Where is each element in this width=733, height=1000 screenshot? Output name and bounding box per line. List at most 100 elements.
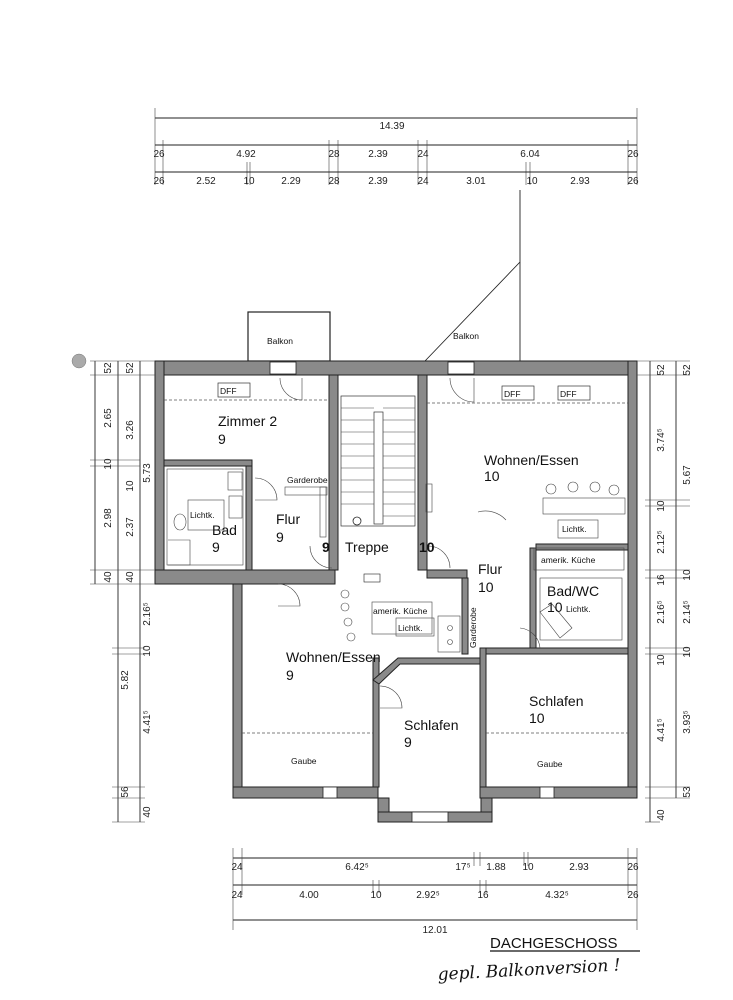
svg-text:10: 10 (142, 645, 153, 657)
svg-text:26: 26 (627, 862, 639, 873)
svg-text:2.92⁵: 2.92⁵ (416, 890, 440, 901)
label-badwc: Bad/WC (547, 583, 599, 599)
svg-text:26: 26 (627, 890, 639, 901)
svg-text:2.93: 2.93 (570, 176, 590, 187)
svg-text:40: 40 (125, 571, 136, 583)
svg-text:24: 24 (231, 862, 243, 873)
label-wohnen-right: Wohnen/Essen (484, 452, 579, 468)
label-badwc-no: 10 (547, 599, 563, 615)
windows (269, 361, 555, 823)
svg-text:10: 10 (682, 646, 693, 658)
svg-text:26: 26 (153, 149, 165, 160)
balcony-left: Balkon (247, 311, 331, 362)
svg-text:5.67: 5.67 (682, 465, 693, 485)
label-schlafen-right: Schlafen (529, 693, 583, 709)
label-lichtk-kueche-left: Lichtk. (398, 623, 423, 633)
staircase (340, 395, 416, 527)
svg-text:3.74⁵: 3.74⁵ (656, 428, 667, 452)
handwritten-note: gepl. Balkonversion ! (437, 955, 621, 985)
svg-text:2.16⁵: 2.16⁵ (656, 600, 667, 624)
svg-text:52: 52 (125, 362, 136, 374)
label-schlafen-right-no: 10 (529, 710, 545, 726)
svg-text:40: 40 (656, 809, 667, 821)
balcony-right: Balkon (424, 190, 521, 362)
label-schlafen-left-no: 9 (404, 734, 412, 750)
svg-text:2.12⁵: 2.12⁵ (656, 530, 667, 554)
svg-text:4.32⁵: 4.32⁵ (545, 890, 569, 901)
dim-top-row2: 26 2.52 10 2.29 28 2.39 24 3.01 10 2.93 … (153, 176, 639, 187)
svg-text:52: 52 (682, 364, 693, 376)
svg-text:2.29: 2.29 (281, 176, 301, 187)
label-kueche-right: amerik. Küche (541, 555, 596, 565)
label-lichtk-badwc: Lichtk. (566, 604, 591, 614)
svg-text:3.93⁵: 3.93⁵ (682, 710, 693, 734)
svg-text:2.14⁵: 2.14⁵ (682, 600, 693, 624)
dim-left-mid: 5.73 (142, 463, 153, 483)
svg-text:Balkon: Balkon (267, 336, 293, 346)
svg-text:28: 28 (328, 176, 340, 187)
svg-text:10: 10 (522, 862, 534, 873)
dim-bottom-row2: 24 4.00 10 2.92⁵ 16 4.32⁵ 26 (231, 890, 639, 901)
top-dimensions: 14.39 26 4.92 28 2.39 24 6.04 26 26 2.52… (153, 108, 639, 187)
svg-text:16: 16 (656, 574, 667, 586)
svg-text:2.52: 2.52 (196, 176, 216, 187)
svg-text:Balkon: Balkon (453, 331, 479, 341)
label-treppe: Treppe (345, 539, 389, 555)
left-dimensions: 52 2.65 10 2.98 40 52 3.26 10 2.37 40 5.… (90, 360, 155, 823)
dim-bottom-total: 12.01 (422, 925, 447, 936)
label-bad: Bad (212, 522, 237, 538)
svg-text:10: 10 (103, 458, 114, 470)
label-treppe-no-left: 9 (322, 539, 330, 555)
svg-text:52: 52 (656, 364, 667, 376)
svg-text:40: 40 (142, 806, 153, 818)
dim-bottom-row1: 24 6.42⁵ 17⁵ 1.88 10 2.93 26 (231, 862, 639, 873)
label-wohnen-right-no: 10 (484, 468, 500, 484)
svg-text:4.00: 4.00 (299, 890, 319, 901)
svg-text:2.39: 2.39 (368, 176, 388, 187)
label-flur-left: Flur (276, 511, 300, 527)
svg-text:3.26: 3.26 (125, 420, 136, 440)
label-garderobe-mid: Garderobe (468, 607, 478, 648)
doors (254, 377, 541, 709)
dim-left-inner: 52 3.26 10 2.37 40 (125, 362, 136, 583)
svg-text:4.41⁵: 4.41⁵ (656, 718, 667, 742)
label-bad-no: 9 (212, 539, 220, 555)
label-bad-lichtk: Lichtk. (190, 510, 215, 520)
svg-text:5.82: 5.82 (120, 670, 131, 690)
svg-text:DFF: DFF (560, 389, 577, 399)
svg-text:10: 10 (243, 176, 255, 187)
svg-text:2.16⁵: 2.16⁵ (142, 602, 153, 626)
svg-text:10: 10 (370, 890, 382, 901)
bottom-dimensions: 24 6.42⁵ 17⁵ 1.88 10 2.93 26 24 4.00 10 … (231, 848, 639, 936)
fixtures (166, 468, 626, 653)
label-flur-right-no: 10 (478, 579, 494, 595)
svg-text:56: 56 (120, 786, 131, 798)
svg-text:6.42⁵: 6.42⁵ (345, 862, 369, 873)
svg-text:10: 10 (656, 654, 667, 666)
label-wohnen-left-no: 9 (286, 667, 294, 683)
dff-labels: DFF DFF DFF (217, 382, 591, 401)
svg-text:1.88: 1.88 (486, 862, 506, 873)
svg-text:26: 26 (627, 149, 639, 160)
svg-text:2.39: 2.39 (368, 149, 388, 160)
svg-text:17⁵: 17⁵ (455, 862, 470, 873)
dim-right-inner: 52 5.67 10 2.14⁵ 10 3.93⁵ 53 (682, 364, 693, 798)
svg-text:28: 28 (328, 149, 340, 160)
dim-left-lower: 2.16⁵ 10 5.82 4.41⁵ 56 40 (120, 602, 153, 817)
room-labels: Zimmer 2 9 Lichtk. Bad 9 Garderobe Flur … (190, 413, 599, 769)
label-lichtk-right: Lichtk. (562, 524, 587, 534)
svg-text:24: 24 (417, 176, 429, 187)
svg-text:10: 10 (526, 176, 538, 187)
svg-text:16: 16 (477, 890, 489, 901)
label-kueche-left: amerik. Küche (373, 606, 428, 616)
label-wohnen-left: Wohnen/Essen (286, 649, 381, 665)
svg-text:DFF: DFF (504, 389, 521, 399)
svg-text:2.98: 2.98 (103, 508, 114, 528)
right-dimensions: 52 3.74⁵ 10 2.12⁵ 16 2.16⁵ 10 4.41⁵ 40 5… (637, 360, 693, 823)
svg-text:24: 24 (417, 149, 429, 160)
label-gaube-left: Gaube (291, 756, 317, 766)
dim-left-outer: 52 2.65 10 2.98 40 (103, 362, 114, 583)
label-flur-right: Flur (478, 561, 502, 577)
svg-text:53: 53 (682, 786, 693, 798)
